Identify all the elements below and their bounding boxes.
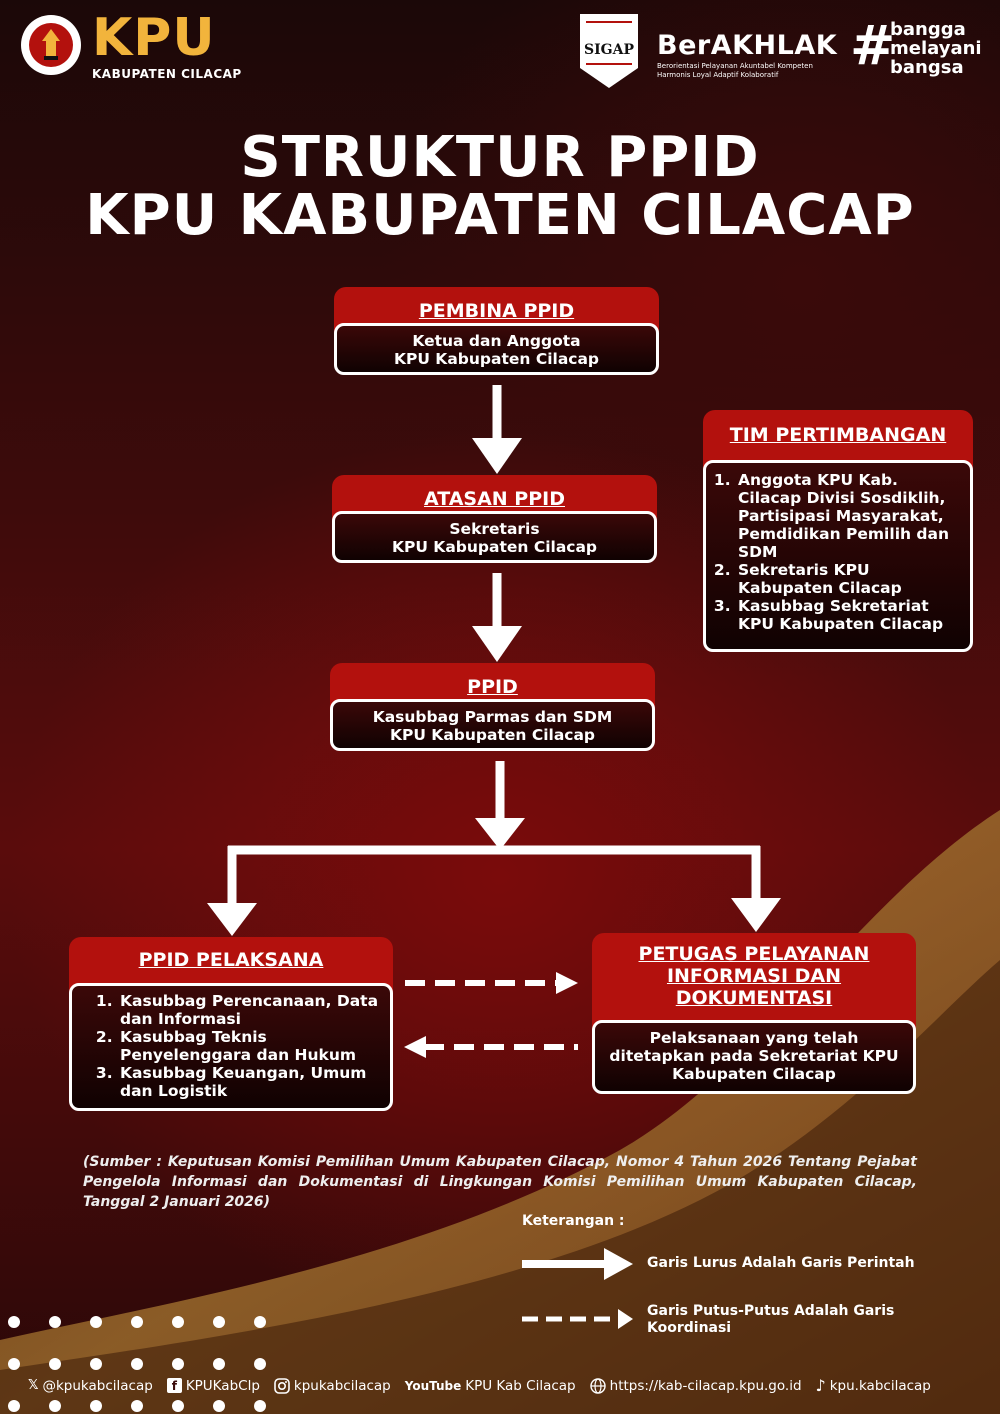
list-item: Kasubbag Teknis Penyelenggara dan Hukum <box>118 1028 384 1064</box>
list-item: Sekretaris KPU Kabupaten Cilacap <box>736 561 964 597</box>
social-website[interactable]: https://kab-cilacap.kpu.go.id <box>589 1377 802 1394</box>
list-item: Kasubbag Perencanaan, Data dan Informasi <box>118 992 384 1028</box>
social-instagram[interactable]: kpukabcilacap <box>274 1378 391 1394</box>
kpu-emblem-logo <box>21 15 81 75</box>
list-item: Kasubbag Sekretariat KPU Kabupaten Cilac… <box>736 597 964 633</box>
bangga-melayani-bangsa: bangga melayani bangsa <box>890 19 982 78</box>
social-footer: 𝕏 @kpukabcilacap f KPUKabClp kpukabcilac… <box>28 1376 937 1395</box>
legend-title: Keterangan : <box>522 1213 625 1229</box>
social-x[interactable]: 𝕏 @kpukabcilacap <box>28 1377 153 1394</box>
kpu-logo-text: KPU <box>92 8 216 68</box>
petugas-pelayanan-box: PETUGAS PELAYANAN INFORMASI DAN DOKUMENT… <box>592 933 916 1094</box>
legend-solid-label: Garis Lurus Adalah Garis Perintah <box>647 1255 915 1271</box>
ppid-pelaksana-body: Kasubbag Perencanaan, Data dan Informasi… <box>69 983 393 1111</box>
dashed-arrow-icon <box>522 1309 633 1329</box>
x-icon: 𝕏 <box>28 1378 39 1393</box>
ppid-body: Kasubbag Parmas dan SDM KPU Kabupaten Ci… <box>330 699 655 751</box>
instagram-icon <box>274 1377 290 1394</box>
petugas-pelayanan-body: Pelaksanaan yang telah ditetapkan pada S… <box>592 1020 916 1094</box>
tim-pertimbangan-box: TIM PERTIMBANGAN Anggota KPU Kab. Cilaca… <box>703 410 973 652</box>
berakhlak-logo: BerAKHLAK <box>657 30 838 61</box>
hashtag-icon: # <box>850 14 896 77</box>
list-item: Anggota KPU Kab. Cilacap Divisi Sosdikli… <box>736 471 964 561</box>
petugas-pelayanan-heading: PETUGAS PELAYANAN INFORMASI DAN DOKUMENT… <box>592 933 916 1033</box>
globe-icon <box>589 1377 606 1394</box>
tim-pertimbangan-list: Anggota KPU Kab. Cilacap Divisi Sosdikli… <box>714 471 964 633</box>
solid-arrow-icon <box>522 1248 633 1280</box>
pembina-ppid-box: PEMBINA PPID Ketua dan Anggota KPU Kabup… <box>334 287 659 375</box>
pembina-ppid-body: Ketua dan Anggota KPU Kabupaten Cilacap <box>334 323 659 375</box>
legend-dashed-label: Garis Putus-Putus Adalah Garis Koordinas… <box>647 1303 895 1336</box>
ppid-pelaksana-box: PPID PELAKSANA Kasubbag Perencanaan, Dat… <box>69 937 393 1111</box>
tim-pertimbangan-body: Anggota KPU Kab. Cilacap Divisi Sosdikli… <box>703 460 973 652</box>
social-facebook[interactable]: f KPUKabClp <box>166 1378 260 1394</box>
list-item: Kasubbag Keuangan, Umum dan Logistik <box>118 1064 384 1100</box>
atasan-ppid-box: ATASAN PPID Sekretaris KPU Kabupaten Cil… <box>332 475 657 563</box>
social-tiktok[interactable]: ♪ kpu.kabcilacap <box>815 1376 931 1395</box>
sigap-badge: SIGAP <box>578 12 640 90</box>
sigap-label: SIGAP <box>583 42 634 58</box>
page-title-line2: KPU KABUPATEN CILACAP <box>85 183 915 248</box>
social-youtube[interactable]: YouTube KPU Kab Cilacap <box>404 1377 576 1394</box>
facebook-icon: f <box>166 1378 182 1393</box>
page-title-line1: STRUKTUR PPID <box>240 125 760 190</box>
source-note: (Sumber : Keputusan Komisi Pemilihan Umu… <box>83 1154 917 1210</box>
decorative-dots <box>8 1316 266 1412</box>
ppid-box: PPID Kasubbag Parmas dan SDM KPU Kabupat… <box>330 663 655 751</box>
berakhlak-tagline: Berorientasi Pelayanan Akuntabel Kompete… <box>657 62 813 79</box>
ppid-pelaksana-list: Kasubbag Perencanaan, Data dan Informasi… <box>78 992 384 1100</box>
kpu-subtitle: KABUPATEN CILACAP <box>92 67 242 81</box>
tiktok-icon: ♪ <box>815 1376 826 1395</box>
youtube-icon: YouTube <box>404 1378 462 1393</box>
